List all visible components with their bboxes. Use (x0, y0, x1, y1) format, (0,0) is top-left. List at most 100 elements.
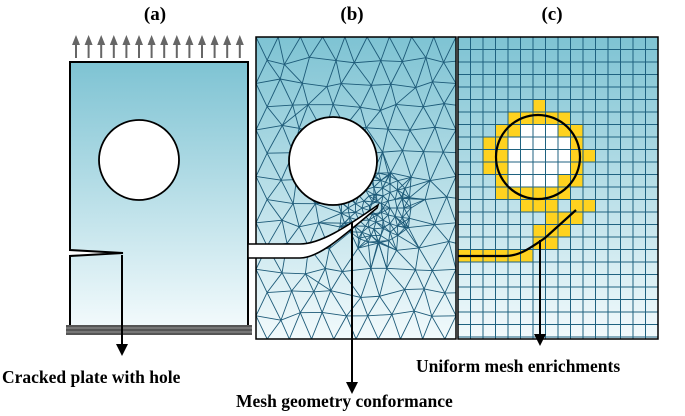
mesh-edge (299, 291, 315, 313)
mesh-edge (329, 231, 351, 250)
mesh-edge (365, 225, 374, 230)
enriched-cell (570, 212, 583, 225)
mesh-edge (326, 86, 334, 105)
mesh-edge (321, 290, 332, 313)
mesh-edge (360, 106, 381, 111)
mesh-edge (280, 320, 290, 339)
mesh-edge (396, 247, 420, 251)
mesh-edge (402, 197, 410, 199)
mesh-edge (382, 200, 389, 209)
mesh-edge (325, 268, 343, 273)
mesh-edge (389, 192, 396, 200)
mesh-edge (394, 216, 406, 229)
mesh-edge (339, 213, 342, 228)
mesh-edge (404, 180, 431, 189)
mesh-edge (390, 150, 403, 174)
enriched-cell (533, 199, 546, 212)
mesh-edge (413, 288, 425, 312)
mesh-edge (330, 290, 347, 317)
mesh-edge (353, 37, 368, 63)
mesh-edge (418, 224, 435, 249)
mesh-edge (387, 104, 397, 130)
mesh-edge (366, 127, 389, 130)
mesh-edge (301, 83, 309, 105)
mesh-edge (395, 104, 411, 131)
mesh-edge (326, 83, 342, 87)
mesh-edge (429, 151, 444, 181)
enriched-cell (533, 174, 546, 187)
mesh-edge (282, 272, 306, 275)
mesh-edge (372, 212, 382, 215)
arrow-up-icon (210, 35, 219, 45)
mesh-edge (288, 312, 301, 339)
mesh-edge (266, 78, 281, 107)
mesh-edge (380, 175, 390, 181)
mesh-edge (341, 83, 372, 86)
mesh-edge (280, 290, 293, 321)
mesh-edge (434, 103, 445, 128)
mesh-edge (387, 214, 391, 224)
mesh-edge (390, 172, 399, 181)
mesh-edge (431, 270, 446, 294)
mesh-edge (347, 203, 356, 209)
mesh-edge (256, 106, 268, 131)
mesh-edge (382, 191, 391, 197)
mesh-edge (281, 272, 293, 292)
mesh-edge (256, 60, 268, 84)
mesh-edge (256, 129, 268, 154)
load-arrows-icon (72, 35, 244, 58)
mesh-edge (266, 199, 283, 221)
enriched-cell (495, 149, 508, 162)
mesh-edge (401, 61, 417, 88)
mesh-edge (382, 214, 389, 221)
mesh-edge (354, 225, 363, 233)
mesh-edge (376, 195, 384, 202)
mesh-edge (266, 319, 282, 339)
mesh-edge (401, 37, 412, 62)
mesh-edge (299, 222, 319, 228)
mesh-edge (368, 226, 372, 236)
mesh-edge (371, 83, 391, 86)
mesh-edge (347, 207, 356, 213)
mesh-edge (375, 193, 378, 202)
arrow-up-icon (160, 35, 169, 45)
mesh-edge (305, 268, 326, 275)
mesh-edge (365, 219, 370, 227)
mesh-edge (256, 315, 282, 321)
enriched-cell (520, 124, 533, 137)
enriched-cells (458, 99, 596, 262)
mesh-edge (342, 267, 371, 273)
mesh-edge (373, 221, 377, 230)
mesh-edge (355, 200, 365, 205)
enriched-cell (483, 137, 496, 150)
enriched-cell (533, 112, 546, 125)
mesh-edge (429, 180, 448, 198)
panel-label-c: (c) (541, 4, 562, 25)
mesh-edge (361, 205, 370, 209)
mesh-edge (386, 267, 416, 271)
mesh-edge (358, 237, 369, 243)
mesh-edge (408, 224, 435, 228)
mesh-edge (376, 207, 384, 216)
mesh-edge (402, 150, 412, 178)
mesh-edge (363, 200, 370, 206)
mesh-edge (432, 62, 445, 83)
mesh-edge (391, 289, 406, 315)
mesh-edge (291, 290, 301, 313)
mesh-edge (256, 222, 268, 247)
mesh-edge (378, 172, 389, 176)
mesh-edge (434, 222, 456, 226)
mesh-edge (341, 211, 356, 214)
mesh-edge (404, 188, 410, 198)
enriched-cell (558, 137, 571, 150)
caption-b: Mesh geometry conformance (236, 391, 453, 411)
mesh-edge (409, 197, 412, 209)
mesh-edge (381, 212, 389, 216)
mesh-edge (321, 312, 335, 339)
mesh-edge (355, 203, 363, 209)
mesh-edge (368, 219, 377, 223)
mesh-edge (414, 247, 420, 270)
mesh-edge (283, 37, 301, 65)
mesh-edge (397, 180, 406, 189)
mesh-edge (388, 37, 403, 62)
